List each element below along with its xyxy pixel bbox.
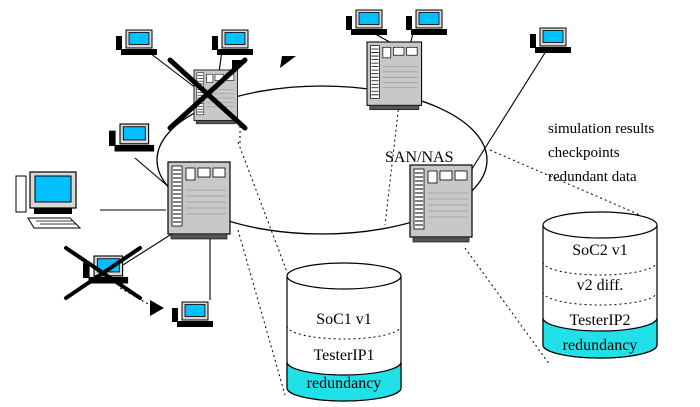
db1-ip: TesterIP1 [313,347,374,364]
db1-name: SoC1 v1 [316,311,372,328]
workstation-left [108,123,155,153]
redundancy-band-2 [542,317,658,359]
san-nas-label: SAN/NAS [385,149,453,166]
workstation-top-2 [405,9,448,36]
failed-workstation-cross [64,246,142,300]
failed-server-cross [167,57,248,131]
workstation-bottom [171,301,214,328]
connections [100,29,549,300]
workstation-top-left-2 [211,29,254,56]
db2-name: SoC2 v1 [572,242,628,259]
db2-ip: TesterIP2 [569,312,630,329]
note-line-1: simulation results [548,121,654,137]
workstation-top-left-1 [115,29,158,56]
server-top [366,41,423,111]
note-line-3: redundant data [548,169,637,185]
workstation-large [15,171,81,229]
workstation-top-1 [345,9,388,36]
dotted-links [119,94,641,396]
redundancy-band-1 [286,361,402,402]
storage-cylinder-1: SoC1 v1 TesterIP1 redundancy [286,262,402,402]
db1-redundancy: redundancy [307,375,382,392]
storage-cylinder-2: SoC2 v1 v2 diff. TesterIP2 redundancy [542,211,658,359]
dotted-arrow-head [150,300,164,316]
server-san-nas [409,164,473,243]
ring-network [156,85,488,235]
note-line-2: checkpoints [548,145,620,161]
workstation-top-right [529,27,572,54]
db2-redundancy: redundancy [563,337,638,354]
server-left [167,161,231,240]
db2-diff: v2 diff. [577,277,624,294]
